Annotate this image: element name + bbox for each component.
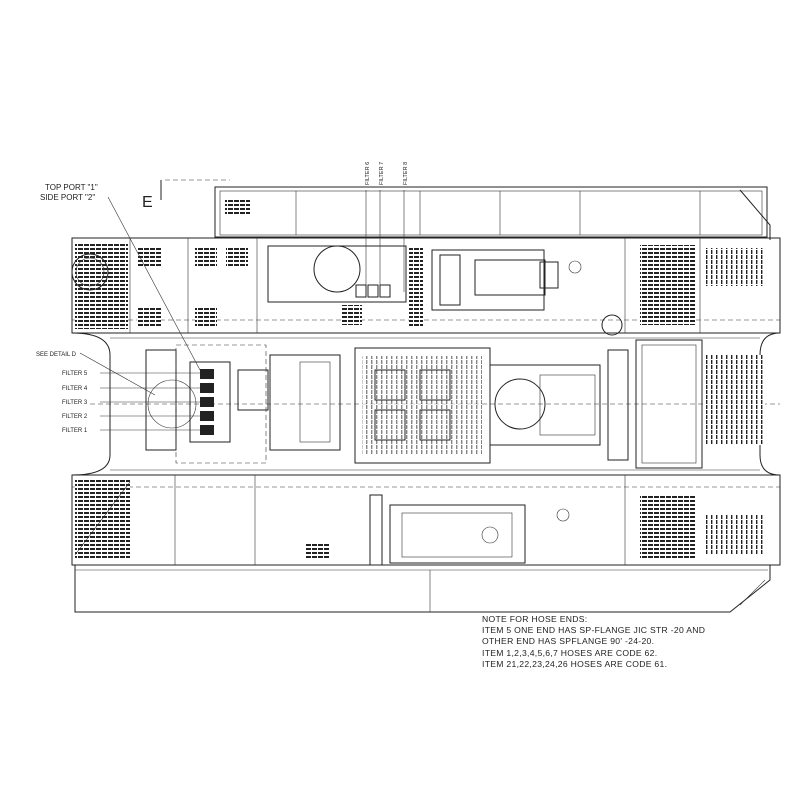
filter-2-label: FILTER 2 <box>62 414 88 420</box>
leader-lines <box>79 179 405 431</box>
hose-ends-note: NOTE FOR HOSE ENDS: ITEM 5 ONE END HAS S… <box>482 614 705 670</box>
middle-skid-section <box>71 332 781 476</box>
engine <box>354 347 491 464</box>
filter-6-label: FILTER 6 <box>365 162 371 185</box>
top-enclosure <box>214 186 771 240</box>
side-port-label: SIDE PORT "2" <box>40 193 95 202</box>
note-line: ITEM 1,2,3,4,5,6,7 HOSES ARE CODE 62. <box>482 647 658 658</box>
note-title: NOTE FOR HOSE ENDS: <box>482 614 588 624</box>
upper-skid-section <box>71 237 781 336</box>
top-port-label: TOP PORT "1" <box>45 183 98 192</box>
generator <box>489 364 601 446</box>
filter-1-label: FILTER 1 <box>62 428 88 434</box>
filter-4-label: FILTER 4 <box>62 386 88 392</box>
note-line: ITEM 5 ONE END HAS SP-FLANGE JIC STR -20… <box>482 625 706 636</box>
section-marker-e: E <box>142 194 153 211</box>
filter-5-label: FILTER 5 <box>62 371 88 377</box>
filter-3-label: FILTER 3 <box>62 400 88 406</box>
see-detail-label: SEE DETAIL D <box>36 352 77 358</box>
note-line: OTHER END HAS SPFLANGE 90' -24-20. <box>482 636 655 647</box>
bottom-rail <box>74 564 771 613</box>
lower-skid-section <box>71 474 781 566</box>
filter-8-label: FILTER 8 <box>403 162 409 185</box>
note-line: ITEM 21,22,23,24,26 HOSES ARE CODE 61. <box>482 658 668 669</box>
filter-7-label: FILTER 7 <box>379 162 385 185</box>
